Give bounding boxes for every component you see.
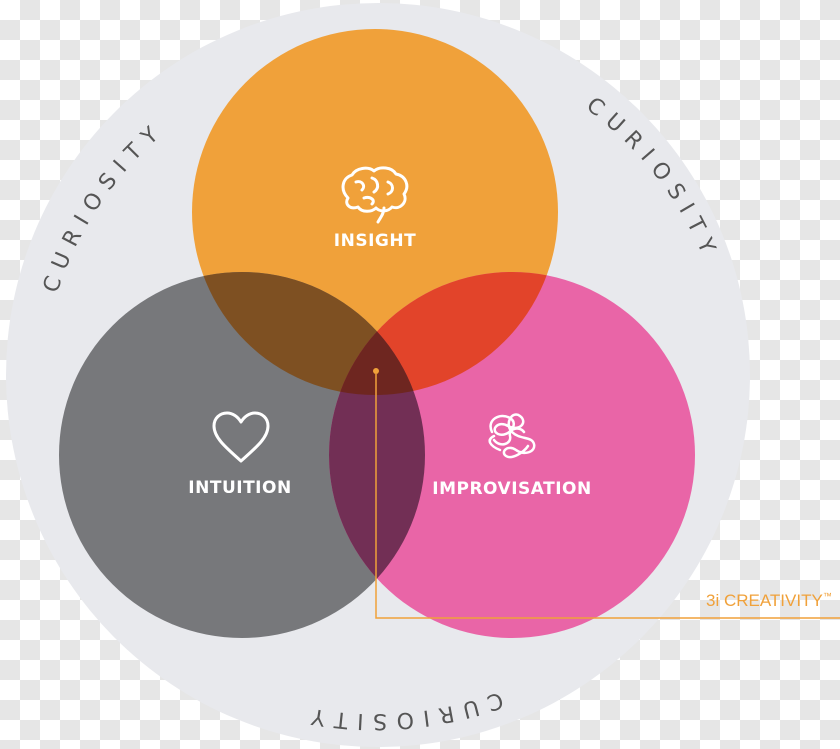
heart-icon bbox=[212, 411, 270, 463]
callout-line bbox=[375, 374, 840, 619]
insight-intuition-overlap bbox=[192, 272, 425, 395]
scribble-icon bbox=[488, 413, 536, 459]
improvisation-label: IMPROVISATION bbox=[432, 479, 591, 499]
center-marker bbox=[373, 368, 379, 374]
intuition-label: INTUITION bbox=[188, 478, 291, 498]
insight-improvisation-overlap bbox=[329, 272, 558, 395]
insight-label: INSIGHT bbox=[334, 231, 416, 251]
creativity-callout-label: 3i CREATIVITY™ bbox=[706, 591, 832, 610]
brain-icon bbox=[341, 166, 409, 224]
